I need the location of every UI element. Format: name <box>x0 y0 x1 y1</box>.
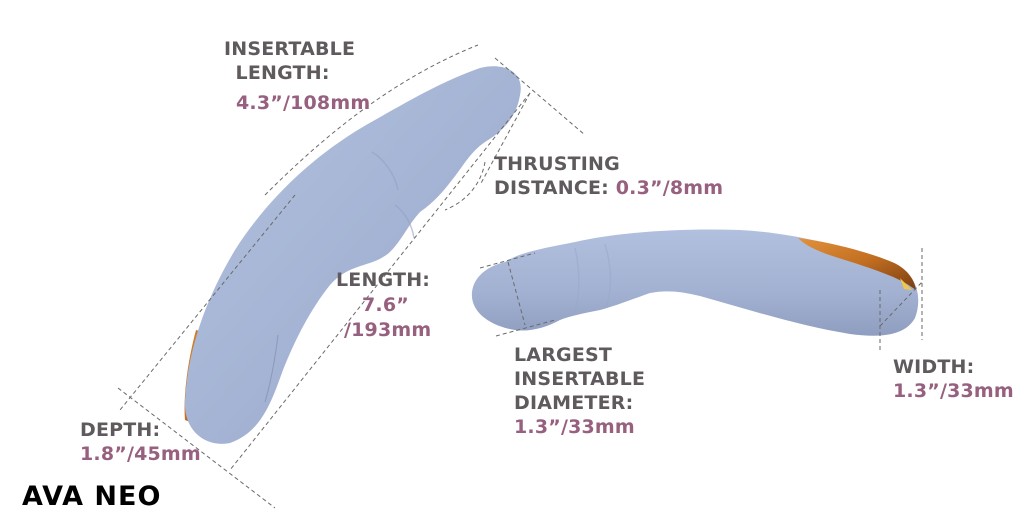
thrusting-distance-bracket <box>444 161 486 211</box>
insertable-length-label: INSERTABLE LENGTH: <box>224 37 355 85</box>
depth-title: DEPTH: <box>80 419 161 441</box>
depth-value: 1.8”/45mm <box>80 443 201 465</box>
length-label: LENGTH: <box>336 269 431 291</box>
thrusting-distance-title-2: DISTANCE: <box>494 177 609 199</box>
dimension-lines <box>117 44 923 509</box>
largest-diameter-value: 1.3”/33mm <box>514 416 635 438</box>
length-value-imperial: 7.6” <box>362 294 409 316</box>
largest-diameter-title-2: INSERTABLE <box>514 368 646 390</box>
product-body-vertical <box>184 66 521 444</box>
tip-perpendicular-line <box>494 57 586 136</box>
largest-diameter-title-3: DIAMETER: <box>514 392 634 414</box>
insertable-length-title-1: INSERTABLE <box>224 38 356 60</box>
thrusting-distance-title-1: THRUSTING <box>494 153 620 175</box>
largest-diameter-title-1: LARGEST <box>514 344 613 366</box>
product-view-horizontal <box>471 229 919 336</box>
insertable-length-value: 4.3”/108mm <box>236 92 371 114</box>
length-value-metric: /193mm <box>344 319 432 341</box>
length-line <box>229 92 531 471</box>
insertable-length-title-2: LENGTH: <box>235 62 330 84</box>
product-name: AVA NEO <box>22 481 162 512</box>
width-value: 1.3”/33mm <box>893 380 1014 402</box>
diameter-line <box>507 261 526 326</box>
gold-trim-right <box>798 238 916 290</box>
thrusting-distance-value: 0.3”/8mm <box>615 177 724 199</box>
product-view-vertical <box>184 66 521 444</box>
insertable-length-line <box>264 44 479 196</box>
depth-label: DEPTH: 1.8”/45mm <box>80 418 201 466</box>
width-label: WIDTH: 1.3”/33mm <box>893 355 1014 403</box>
product-body-horizontal <box>471 229 919 336</box>
thrusting-distance-row: DISTANCE: 0.3”/8mm <box>494 176 723 200</box>
width-title: WIDTH: <box>893 356 975 378</box>
thrusting-distance-label: THRUSTING DISTANCE: 0.3”/8mm <box>494 152 723 200</box>
depth-line <box>117 387 276 509</box>
largest-diameter-label: LARGEST INSERTABLE DIAMETER: 1.3”/33mm <box>514 343 645 439</box>
